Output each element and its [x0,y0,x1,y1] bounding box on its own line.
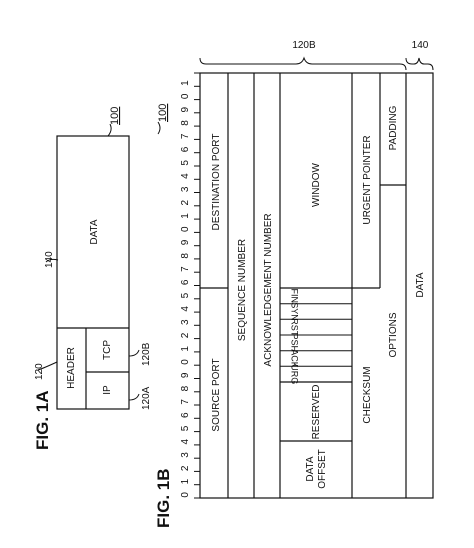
fig-1a-data-label: DATA [89,219,100,245]
flag-label-urg: URG [290,364,300,384]
bit-label: 7 [180,133,191,139]
bit-label: 0 [180,226,191,232]
brace-120b [199,56,407,71]
field-source-port: SOURCE PORT [211,358,222,431]
bit-label: 8 [180,253,191,259]
field-checksum: CHECKSUM [362,366,373,423]
field-reserved: RESERVED [311,385,322,440]
fig-1a-ref-100: 100 [109,107,121,125]
fig-1a-ref-140-leader [45,258,59,263]
bit-label: 1 [180,80,191,86]
fig-1a-ref-120: 120 [34,363,45,380]
flag-label-fin: FIN [290,289,300,304]
ref-140: 140 [412,40,429,51]
bit-label: 4 [180,438,191,444]
bit-label: 8 [180,120,191,126]
fig-1a-ref-120a: 120A [141,386,152,410]
bit-label: 2 [180,199,191,205]
flag-label-psh: PSH [290,334,300,353]
bit-label: 6 [180,279,191,285]
bit-label: 1 [180,213,191,219]
bit-label: 7 [180,399,191,405]
field-data-offset-line1: DATA [305,456,316,482]
fig-1a-ref-120b: 120B [141,342,152,366]
bit-position-ticks [194,72,200,499]
field-data-offset-line2: OFFSET [317,449,328,488]
bit-label: 4 [180,306,191,312]
bit-label: 0 [180,492,191,498]
bit-label: 1 [180,346,191,352]
bit-label: 3 [180,452,191,458]
field-sequence-number: SEQUENCE NUMBER [237,239,248,341]
field-data: DATA [415,272,426,298]
bit-label: 7 [180,266,191,272]
bit-label: 9 [180,372,191,378]
field-window: WINDOW [311,163,322,207]
fig-1a-header-label: HEADER [66,347,77,389]
bit-label: 9 [180,239,191,245]
flag-label-ack: ACK [290,349,300,368]
field-padding: PADDING [388,105,399,150]
fig-1a-tcp-label: TCP [102,340,113,360]
fig-1a-outline [56,135,130,410]
bit-label: 6 [180,146,191,152]
bit-label: 4 [180,173,191,179]
bit-label: 5 [180,425,191,431]
bit-label: 1 [180,478,191,484]
fig-1b: FIG. 1B 100 0 1 2 3 4 5 6 7 8 9 0 1 2 3 4 5 6 7 8 9 0 1 2 3 4 5 6 7… [154,40,434,528]
fig-1b-ref-100-leader [157,121,161,135]
fig-1a-ip-label: IP [102,385,113,395]
flag-dividers [280,303,352,367]
fig-1a-ref-100-leader [107,123,112,137]
bit-label: 9 [180,106,191,112]
field-options: OPTIONS [388,312,399,357]
bit-label: 0 [180,93,191,99]
bit-label: 5 [180,160,191,166]
flag-label-rst: RST [290,318,300,337]
bit-position-labels: 0 1 2 3 4 5 6 7 8 9 0 1 2 3 4 5 6 7 8 9 0 1 2 3 4 5 6 7 8 9 0 1 [180,80,191,498]
field-acknowledgement-number: ACKNOWLEDGEMENT NUMBER [263,213,274,366]
bit-label: 3 [180,319,191,325]
bit-label: 3 [180,186,191,192]
fig-1a-caption: FIG. 1A [33,390,52,450]
bit-label: 0 [180,359,191,365]
field-destination-port: DESTINATION PORT [211,134,222,231]
bit-label: 6 [180,412,191,418]
ref-120b: 120B [292,40,316,51]
bit-label: 2 [180,465,191,471]
bit-label: 5 [180,292,191,298]
bit-label: 2 [180,332,191,338]
fig-1b-ref-100: 100 [157,104,169,122]
brace-140 [405,57,434,71]
fig-1a: FIG. 1A 100 DATA HEADER IP TCP 140 120 1… [33,107,152,450]
field-urgent-pointer: URGENT POINTER [362,135,373,224]
fig-1b-outline [199,72,434,499]
fig-1b-caption: FIG. 1B [154,468,173,528]
fig-1a-ref-120a-leader [128,393,140,401]
flag-label-syn: SYN [290,302,300,321]
fig-1a-ref-120b-leader [128,349,140,357]
bit-label: 8 [180,385,191,391]
fig-1a-ref-120-leader [37,361,58,371]
